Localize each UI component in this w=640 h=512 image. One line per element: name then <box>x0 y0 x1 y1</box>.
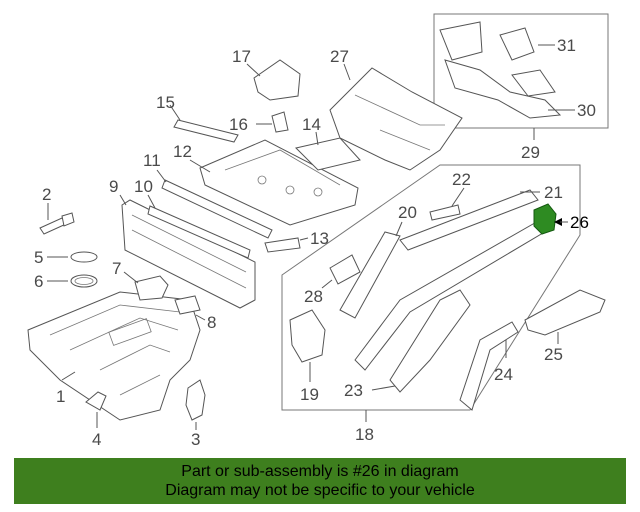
part-21-side-rail <box>399 189 539 251</box>
part-12-floor-section <box>199 139 359 226</box>
callout-22: 22 <box>452 170 471 189</box>
callout-15: 15 <box>156 93 175 112</box>
info-banner: Part or sub-assembly is #26 in diagram D… <box>14 458 626 504</box>
part-11-crossmember <box>161 179 273 239</box>
callout-2: 2 <box>42 185 51 204</box>
part-24-extension <box>459 321 519 411</box>
callout-14: 14 <box>302 115 321 134</box>
part-26-pointer-icon <box>554 218 562 226</box>
group-box-18 <box>281 164 581 411</box>
part-19-mount <box>289 309 326 363</box>
callout-18: 18 <box>355 425 374 444</box>
callout-4: 4 <box>92 430 101 449</box>
part-14-tunnel-bracket <box>295 137 361 171</box>
callout-26: 26 <box>570 213 589 232</box>
callout-24: 24 <box>494 365 513 384</box>
part-2-bolt <box>39 212 75 235</box>
part-10-crossmember <box>147 205 251 259</box>
callout-13: 13 <box>310 229 329 248</box>
part-26-highlighted <box>533 203 557 235</box>
callout-7: 7 <box>112 259 121 278</box>
part-9-rear-panel <box>121 199 256 309</box>
part-6-seal <box>70 274 98 288</box>
callout-30: 30 <box>577 101 596 120</box>
part-25-extension <box>524 289 606 336</box>
callout-21: 21 <box>544 183 563 202</box>
callout-20: 20 <box>398 203 417 222</box>
callout-1: 1 <box>56 387 65 406</box>
callout-11: 11 <box>143 151 161 170</box>
callout-3: 3 <box>191 430 200 449</box>
part-15-strip <box>173 119 239 143</box>
banner-line-2: Diagram may not be specific to your vehi… <box>165 482 475 499</box>
callout-25: 25 <box>544 345 563 364</box>
part-17-bracket <box>253 59 301 101</box>
part-13-bracket <box>264 237 301 253</box>
callout-8: 8 <box>207 313 216 332</box>
callout-28: 28 <box>304 287 323 306</box>
part-5-grommet <box>70 251 98 263</box>
callout-29: 29 <box>521 143 540 162</box>
callout-9: 9 <box>109 177 118 196</box>
callout-12: 12 <box>173 142 192 161</box>
callout-17: 17 <box>232 47 251 66</box>
part-3-bracket <box>185 379 206 421</box>
part-4-bracket <box>85 391 107 411</box>
part-16-clip <box>271 111 289 133</box>
callout-19: 19 <box>300 385 319 404</box>
callout-10: 10 <box>134 177 153 196</box>
part-28-bracket <box>329 254 361 285</box>
callout-5: 5 <box>34 248 43 267</box>
callout-16: 16 <box>229 115 248 134</box>
part-29-assembly <box>439 21 562 119</box>
group-box-29 <box>433 13 609 129</box>
part-27-front-floor <box>329 67 463 171</box>
parts-diagram: 1 2 3 4 5 6 7 8 9 10 11 12 13 14 15 16 1… <box>27 13 609 449</box>
part-20-rail <box>339 231 401 319</box>
banner-line-1: Part or sub-assembly is #26 in diagram <box>181 463 459 480</box>
part-8-bracket <box>174 295 201 315</box>
callout-27: 27 <box>330 47 349 66</box>
callout-23: 23 <box>344 381 363 400</box>
callout-31: 31 <box>557 36 576 55</box>
part-7-reinforcement <box>134 275 169 301</box>
part-1-rear-floor-pan <box>27 291 201 421</box>
callout-6: 6 <box>34 272 43 291</box>
part-22-bracket <box>429 204 461 221</box>
